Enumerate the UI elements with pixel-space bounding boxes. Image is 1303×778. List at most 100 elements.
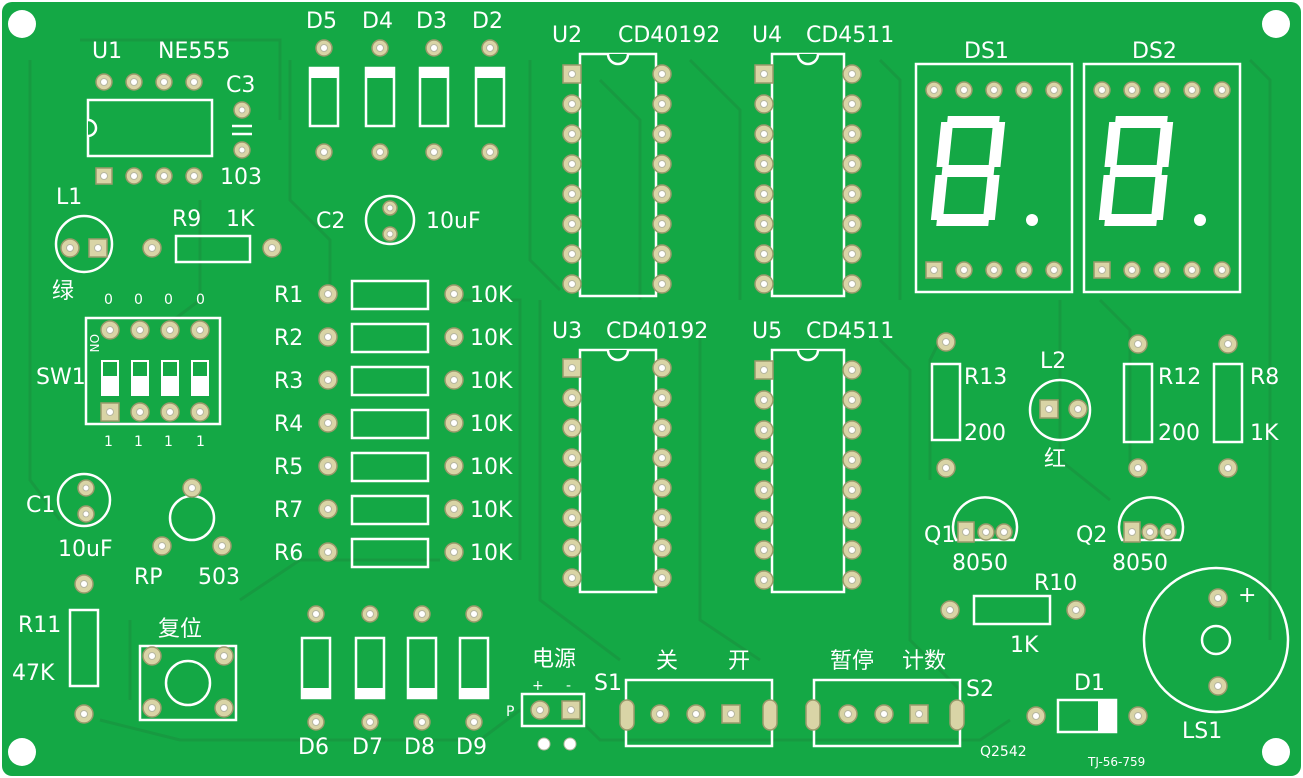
resistor-hole — [324, 548, 332, 556]
ic-hole — [658, 574, 666, 582]
q2-hole — [1146, 528, 1154, 536]
s2-count: 计数 — [902, 649, 946, 674]
q1-hole — [962, 528, 970, 536]
ic-hole — [658, 484, 666, 492]
resistor-outline — [350, 537, 430, 569]
display-segment — [1109, 165, 1163, 177]
mounting-hole — [1262, 738, 1290, 766]
ic-hole — [848, 130, 856, 138]
power-plus: + — [532, 678, 544, 694]
q1-label: Q1 — [924, 523, 955, 548]
diode-hole — [320, 44, 328, 52]
diode-hole — [320, 148, 328, 156]
diode-band — [460, 688, 488, 698]
reset-button-footprint: 复位 — [138, 617, 238, 722]
c2-value: 10uF — [426, 209, 481, 234]
s2-label: S2 — [966, 677, 994, 702]
ic-hole — [760, 250, 768, 258]
ic-hole — [658, 70, 666, 78]
mounting-hole — [1262, 10, 1290, 38]
r8-value: 1K — [1250, 421, 1279, 446]
display-outline — [1082, 62, 1242, 294]
resistor-label: R2 — [274, 326, 303, 351]
u3-label: U3 — [552, 319, 582, 344]
rp-value: 503 — [198, 565, 240, 590]
ls1-plus: + — [1238, 583, 1256, 608]
sw1-hole — [136, 326, 144, 334]
ic-hole — [848, 250, 856, 258]
power-p: P — [506, 704, 514, 720]
led-outline — [54, 214, 114, 274]
r11-hole — [80, 710, 88, 718]
r11-hole — [80, 580, 88, 588]
u2-cd40192: U2 CD40192 — [552, 23, 720, 298]
ic-notch — [606, 53, 630, 66]
c1-hole — [82, 484, 90, 492]
diode-band — [420, 68, 448, 78]
display-hole — [1188, 86, 1196, 94]
mounting-hole — [8, 10, 36, 38]
dip-lever-knob — [103, 362, 117, 376]
ic-hole — [568, 364, 576, 372]
ic-hole — [760, 546, 768, 554]
display-dot — [1026, 214, 1038, 226]
u5-label: U5 — [752, 319, 782, 344]
display-hole — [1098, 266, 1106, 274]
sw1-hole — [166, 326, 174, 334]
display-hole — [1218, 86, 1226, 94]
resistor-value: 10K — [470, 369, 513, 394]
r9-resistor: R9 1K — [142, 207, 282, 264]
ls1-hole — [1214, 594, 1222, 602]
display-hole — [930, 266, 938, 274]
q1-transistor: Q1 8050 — [924, 496, 1019, 576]
d1-diode: D1 — [1026, 671, 1148, 734]
connector-outline — [520, 692, 586, 728]
sw1-top-label: 0 — [134, 292, 143, 308]
ic-hole — [568, 160, 576, 168]
q2-value: 8050 — [1112, 551, 1168, 576]
c1-capacitor: C1 10uF — [26, 472, 113, 562]
ic-hole — [568, 220, 576, 228]
d1-label: D1 — [1074, 671, 1105, 696]
mounting-hole — [8, 738, 36, 766]
s2-slot — [949, 699, 965, 731]
sw1-hole — [106, 326, 114, 334]
c1-hole — [82, 510, 90, 518]
reset-hole — [148, 652, 156, 660]
u3-cd40192: U3 CD40192 — [552, 319, 708, 594]
ic-hole — [848, 100, 856, 108]
ic-hole — [568, 574, 576, 582]
display-hole — [1128, 86, 1136, 94]
r9-hole — [268, 244, 276, 252]
ic-hole — [658, 364, 666, 372]
resistor-hole — [324, 290, 332, 298]
ic-hole — [568, 130, 576, 138]
display-hole — [960, 86, 968, 94]
q2-transistor: Q2 8050 — [1076, 496, 1185, 576]
l2-hole — [1045, 405, 1053, 413]
c2-hole — [386, 204, 394, 212]
c3-value: 103 — [220, 165, 262, 190]
diode-label: D6 — [298, 735, 329, 760]
ds1-label: DS1 — [964, 39, 1009, 64]
r10-label: R10 — [1034, 571, 1077, 596]
resistor-outline — [350, 494, 430, 526]
c2-label: C2 — [316, 209, 345, 234]
cap-outline — [364, 194, 416, 246]
ic-hole — [568, 280, 576, 288]
s1-hole — [656, 710, 664, 718]
s1-slot — [762, 699, 778, 731]
resistor-label: R3 — [274, 369, 303, 394]
u2-label: U2 — [552, 23, 582, 48]
ic-hole — [568, 544, 576, 552]
power-minus: - — [566, 678, 571, 694]
display-hole — [990, 86, 998, 94]
ic-hole — [848, 456, 856, 464]
d1-hole — [1032, 712, 1040, 720]
connector-mount-hole — [563, 737, 577, 751]
u5-part: CD4511 — [806, 319, 894, 344]
ic-hole — [760, 396, 768, 404]
